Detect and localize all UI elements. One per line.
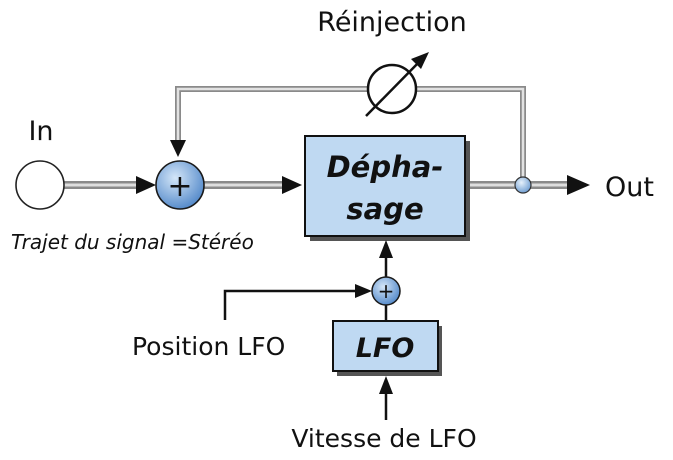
phaser-label-line1: Dépha- bbox=[327, 150, 444, 184]
lfo-mod-line bbox=[379, 240, 393, 321]
sum-to-phaser-pipe bbox=[204, 176, 302, 194]
sum-main-symbol: + bbox=[167, 169, 192, 204]
signal-path-label: Trajet du signal =Stéréo bbox=[11, 230, 254, 254]
sum-junction-main: + bbox=[155, 160, 205, 210]
feedback-loop-line bbox=[170, 86, 526, 182]
lfo-speed-label: Vitesse de LFO bbox=[291, 424, 476, 453]
feedback-pickup-node bbox=[514, 176, 532, 194]
lfo-position-line bbox=[223, 284, 372, 320]
sum-junction-lfo: + bbox=[371, 276, 401, 306]
lfo-block: LFO bbox=[332, 320, 442, 376]
sum-lfo-symbol: + bbox=[378, 279, 395, 303]
phaser-label-line2: sage bbox=[346, 192, 423, 226]
output-label: Out bbox=[605, 172, 654, 203]
lfo-label: LFO bbox=[356, 333, 415, 364]
lfo-position-label: Position LFO bbox=[132, 332, 285, 361]
input-circle bbox=[15, 160, 65, 210]
phaser-block: Dépha- sage bbox=[304, 135, 470, 241]
lfo-speed-arrow bbox=[379, 376, 393, 420]
feedback-amount-knob-icon bbox=[365, 52, 429, 117]
input-label: In bbox=[28, 116, 53, 147]
input-signal-pipe bbox=[64, 176, 156, 194]
feedback-label: Réinjection bbox=[317, 7, 466, 38]
